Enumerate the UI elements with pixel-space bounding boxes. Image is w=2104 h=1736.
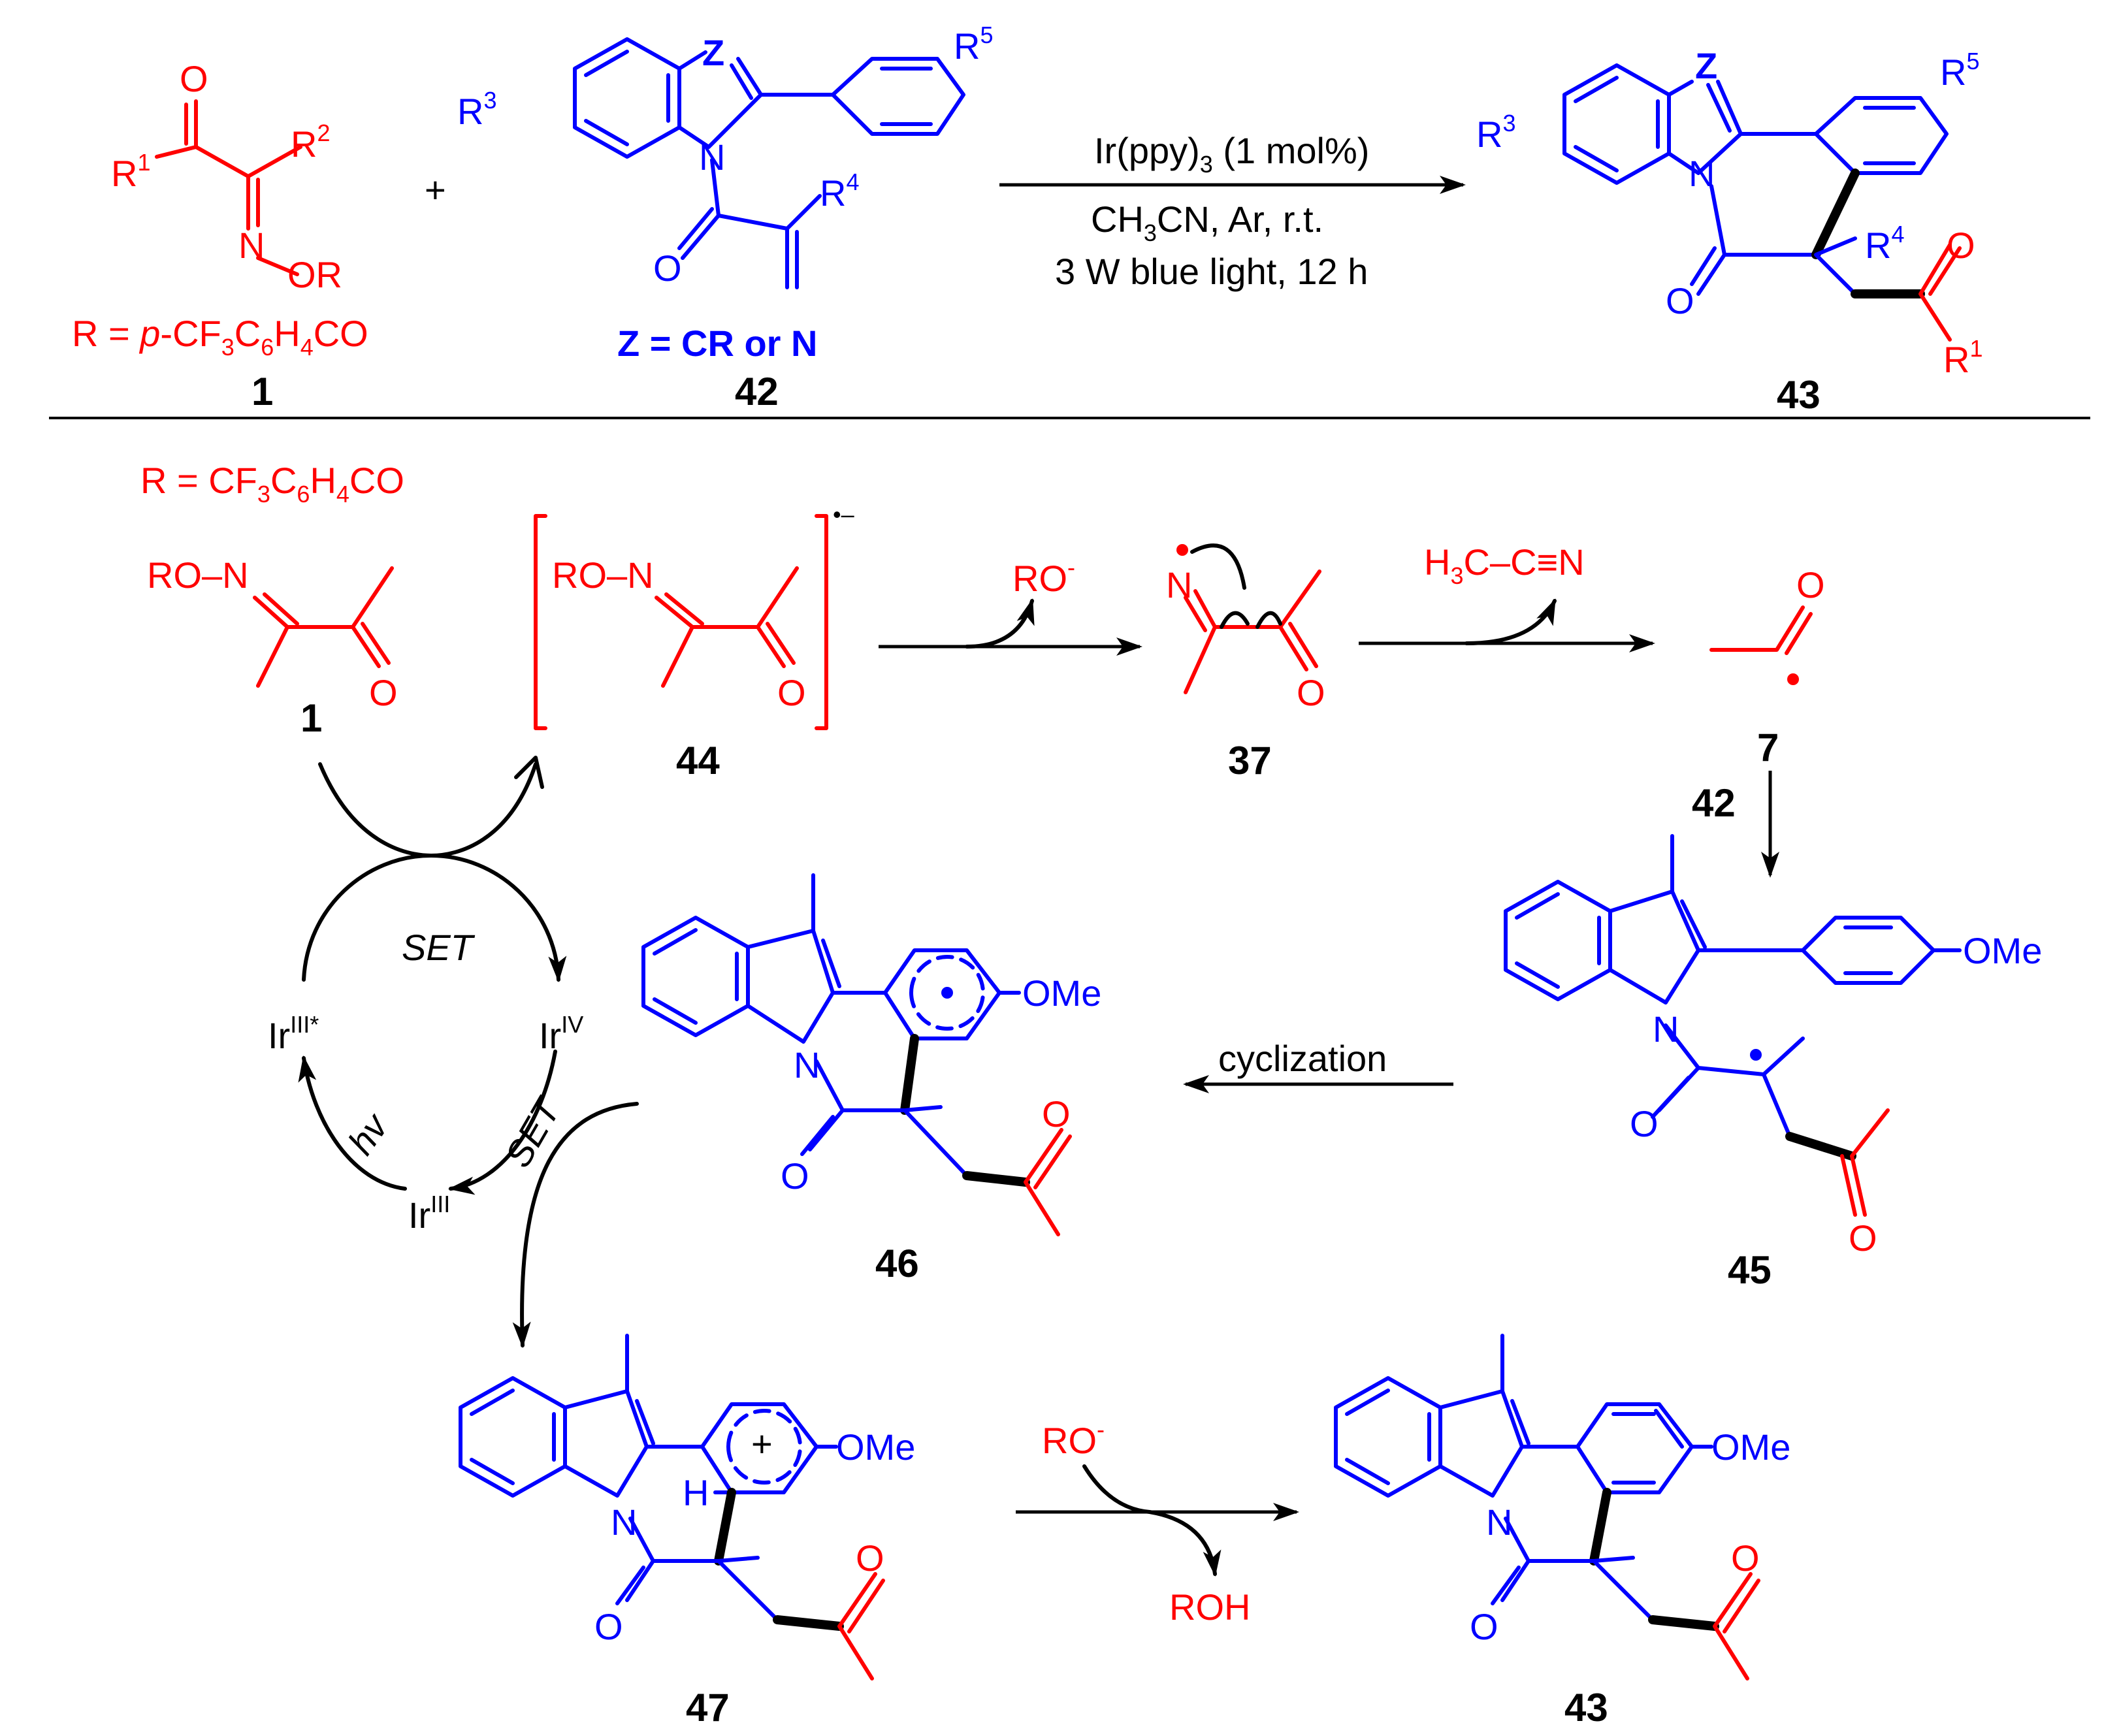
compound-47-o1: O <box>594 1606 623 1647</box>
compound-7: O 7 <box>1709 564 1825 769</box>
reagent-1-or: OR <box>287 254 342 295</box>
compound-43-ome: OMe <box>1711 1426 1790 1468</box>
cyclization-label: cyclization <box>1218 1038 1387 1079</box>
condition-solvent: CH3CN, Ar, r.t. <box>1091 199 1323 246</box>
compound-45: N O O OMe 45 <box>1504 834 2042 1292</box>
product-43-n: N <box>1689 153 1715 194</box>
ir-iv: IrIV <box>539 1011 583 1056</box>
compound-45-o1: O <box>1630 1103 1659 1144</box>
compound-44: RO–N O •– 44 <box>534 501 854 782</box>
z-definition: Z = CR or N <box>617 323 817 364</box>
compound-43-n: N <box>1486 1502 1512 1543</box>
compound-45-n: N <box>1653 1008 1679 1050</box>
product-43-r5: R5 <box>1940 48 1979 93</box>
compound-37: N O 37 <box>1166 543 1325 782</box>
reagent-42-r5: R5 <box>954 22 993 67</box>
compound-44-o: O <box>777 672 806 713</box>
leaving-ro: RO- <box>1012 554 1075 599</box>
compound-label-1-top: 1 <box>251 370 273 413</box>
compound-1-mechanism: RO–N O 1 <box>147 555 398 740</box>
compound-label-46: 46 <box>875 1242 919 1285</box>
reagent-42-r3: R3 <box>457 87 496 132</box>
hv-label: hv <box>340 1105 397 1162</box>
reaction-conditions: Ir(ppy)3 (1 mol%) CH3CN, Ar, r.t. 3 W bl… <box>999 130 1466 292</box>
compound-7-o: O <box>1796 564 1825 605</box>
arrow-7-to-45: 42 <box>1692 771 1779 878</box>
reagent-1-carbonyl-o: O <box>180 58 208 99</box>
compound-label-45: 45 <box>1728 1248 1772 1292</box>
reagent-42-r4: R4 <box>820 169 859 214</box>
arrow-7-45-label: 42 <box>1692 781 1736 825</box>
catalytic-cycle: IrIII* IrIV IrIII SET SET hv <box>268 756 639 1348</box>
product-43-lactam-o: O <box>1666 280 1694 321</box>
compound-45-o2: O <box>1849 1217 1877 1259</box>
compound-47: + N H O O OMe 47 <box>459 1334 915 1729</box>
compound-47-n: N <box>611 1502 637 1543</box>
arrow-47-to-43: RO- ROH <box>1016 1416 1299 1628</box>
compound-label-44: 44 <box>676 739 720 782</box>
product-43-z: Z <box>1695 45 1717 86</box>
product-43-r1: R1 <box>1943 335 1983 380</box>
compound-47-o2: O <box>856 1537 884 1579</box>
reagent-42-n: N <box>699 137 725 178</box>
compound-label-1: 1 <box>300 696 322 740</box>
set-label-top: SET <box>402 927 476 968</box>
compound-45-ome: OMe <box>1963 930 2042 971</box>
compound-46-ome: OMe <box>1022 972 1101 1014</box>
set-label-right: SET <box>497 1090 570 1174</box>
reagent-1-r2: R2 <box>291 120 330 165</box>
arenium-plus: + <box>751 1423 773 1464</box>
compound-label-37: 37 <box>1228 739 1272 782</box>
product-43-top: Z N O O R1 R3 R4 R5 43 <box>1476 45 1983 417</box>
product-43-ketone-o: O <box>1947 225 1975 266</box>
condition-light: 3 W blue light, 12 h <box>1055 251 1368 292</box>
reagent-1: O R1 R2 N OR R = p-CF3C6H4CO 1 <box>72 58 368 413</box>
compound-44-ron: RO–N <box>552 555 654 596</box>
compound-label-42: 42 <box>735 370 779 413</box>
compound-43: N O O OMe 43 <box>1334 1334 1790 1729</box>
compound-47-ome: OMe <box>836 1426 915 1468</box>
compound-46-o1: O <box>781 1155 809 1197</box>
ir-iii: IrIII <box>408 1191 450 1236</box>
compound-37-o: O <box>1297 672 1325 713</box>
reagent-1-oxime-n: N <box>238 225 265 266</box>
acetonitrile: H3C–C≡N <box>1424 541 1585 589</box>
r-definition-mechanism: R = CF3C6H4CO <box>140 460 404 507</box>
reagent-42-o: O <box>653 248 682 289</box>
reagent-1-r1: R1 <box>111 149 150 194</box>
arrow-45-to-46: cyclization <box>1183 1038 1453 1093</box>
compound-1-o: O <box>369 672 398 713</box>
compound-label-43: 43 <box>1564 1686 1608 1729</box>
reagent-42-z: Z <box>702 32 724 73</box>
compound-label-43-top: 43 <box>1777 373 1821 417</box>
compound-46-n: N <box>794 1044 820 1085</box>
acyl-radical-dot <box>1787 673 1799 685</box>
plus-sign: + <box>425 169 446 210</box>
base-ro: RO- <box>1042 1416 1105 1461</box>
r-definition-top: R = p-CF3C6H4CO <box>72 313 368 361</box>
cyclohexadienyl-radical-dot <box>941 987 953 999</box>
product-43-r4: R4 <box>1865 221 1904 266</box>
alpha-radical-dot <box>1750 1049 1762 1061</box>
arrow-37-to-7: H3C–C≡N <box>1359 541 1655 652</box>
compound-label-7: 7 <box>1757 726 1779 769</box>
compound-43-o2: O <box>1731 1537 1760 1579</box>
compound-46-o2: O <box>1042 1093 1071 1134</box>
compound-label-47: 47 <box>686 1686 730 1729</box>
compound-1-ron: RO–N <box>147 555 249 596</box>
roh-product: ROH <box>1169 1586 1250 1628</box>
iminyl-radical-dot <box>1176 544 1188 556</box>
product-43-r3: R3 <box>1476 110 1515 155</box>
ir-excited: IrIII* <box>268 1011 319 1056</box>
condition-catalyst: Ir(ppy)3 (1 mol%) <box>1094 130 1369 178</box>
reagent-42: Z N O R3 R4 R5 Z = CR or N 42 <box>457 22 993 413</box>
compound-47-h: H <box>683 1472 709 1513</box>
compound-46: N O O OMe 46 <box>641 873 1101 1285</box>
arrow-44-to-37: RO- <box>879 554 1142 656</box>
compound-43-o1: O <box>1470 1606 1498 1647</box>
compound-44-radical-anion: •– <box>833 501 854 528</box>
